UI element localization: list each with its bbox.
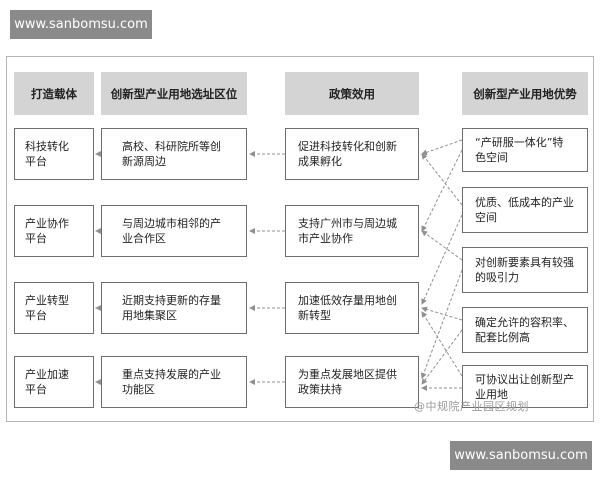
header-policy: 政策效用	[285, 72, 419, 115]
advantage-box: 可协议出让创新型产业用地	[462, 365, 588, 408]
policy-line: 政策扶持	[298, 383, 342, 396]
platform-line: 产业加速	[25, 368, 69, 381]
source-watermark: @中规院产业园区规划	[414, 400, 529, 413]
advantage-line: 配套比例高	[475, 331, 530, 344]
policy-line: 加速低效存量用地创	[298, 294, 397, 307]
platform-line: 科技转化	[25, 140, 69, 153]
header-location: 创新型产业用地选址区位	[101, 72, 247, 115]
location-line: 重点支持发展的产业	[122, 368, 221, 381]
advantage-box: “产研服一体化”特色空间	[462, 128, 588, 172]
advantage-line: 色空间	[475, 151, 508, 164]
policy-box: 加速低效存量用地创新转型	[285, 282, 419, 334]
location-box: 近期支持更新的存量用地集聚区	[101, 282, 247, 334]
header-carrier: 打造载体	[14, 72, 94, 115]
platform-line: 平台	[25, 232, 47, 245]
platform-box: 科技转化平台	[14, 128, 94, 180]
platform-line: 平台	[25, 309, 47, 322]
advantage-line: 可协议出让创新型产	[475, 372, 574, 386]
policy-line: 新转型	[298, 309, 331, 322]
location-line: 功能区	[122, 383, 155, 396]
watermark-top: www.sanbomsu.com	[10, 10, 152, 39]
platform-line: 产业转型	[25, 294, 69, 307]
header-advantage: 创新型产业用地优势	[462, 72, 588, 115]
location-line: 业合作区	[122, 232, 166, 245]
location-line: 与周边城市相邻的产	[122, 217, 221, 230]
platform-line: 产业协作	[25, 217, 69, 230]
platform-box: 产业加速平台	[14, 356, 94, 408]
location-line: 近期支持更新的存量	[122, 294, 221, 307]
advantage-box: 优质、低成本的产业空间	[462, 187, 588, 233]
policy-box: 支持广州市与周边城市产业协作	[285, 205, 419, 257]
advantage-box: 对创新要素具有较强的吸引力	[462, 247, 588, 293]
advantage-line: “产研服一体化”特	[475, 136, 564, 149]
policy-line: 促进科技转化和创新	[298, 140, 397, 153]
policy-box: 促进科技转化和创新成果孵化	[285, 128, 419, 180]
advantage-line: 业用地	[475, 387, 508, 401]
location-line: 用地集聚区	[122, 309, 177, 322]
policy-line: 为重点发展地区提供	[298, 368, 397, 381]
advantage-line: 对创新要素具有较强	[475, 256, 574, 269]
diagram-frame	[6, 56, 594, 422]
advantage-line: 优质、低成本的产业	[475, 196, 574, 209]
location-box: 与周边城市相邻的产业合作区	[101, 205, 247, 257]
advantage-box: 确定允许的容积率、配套比例高	[462, 307, 588, 353]
advantage-line: 确定允许的容积率、	[475, 316, 574, 329]
watermark-bottom: www.sanbomsu.com	[450, 441, 592, 470]
policy-line: 支持广州市与周边城	[298, 217, 397, 230]
platform-line: 平台	[25, 155, 47, 168]
policy-box: 为重点发展地区提供政策扶持	[285, 356, 419, 408]
location-line: 高校、科研院所等创	[122, 140, 221, 153]
platform-box: 产业转型平台	[14, 282, 94, 334]
policy-line: 市产业协作	[298, 232, 353, 245]
platform-line: 平台	[25, 383, 47, 396]
location-box: 重点支持发展的产业功能区	[101, 356, 247, 408]
advantage-line: 的吸引力	[475, 271, 519, 284]
location-box: 高校、科研院所等创新源周边	[101, 128, 247, 180]
platform-box: 产业协作平台	[14, 205, 94, 257]
advantage-line: 空间	[475, 211, 497, 224]
policy-line: 成果孵化	[298, 155, 342, 168]
location-line: 新源周边	[122, 155, 166, 168]
